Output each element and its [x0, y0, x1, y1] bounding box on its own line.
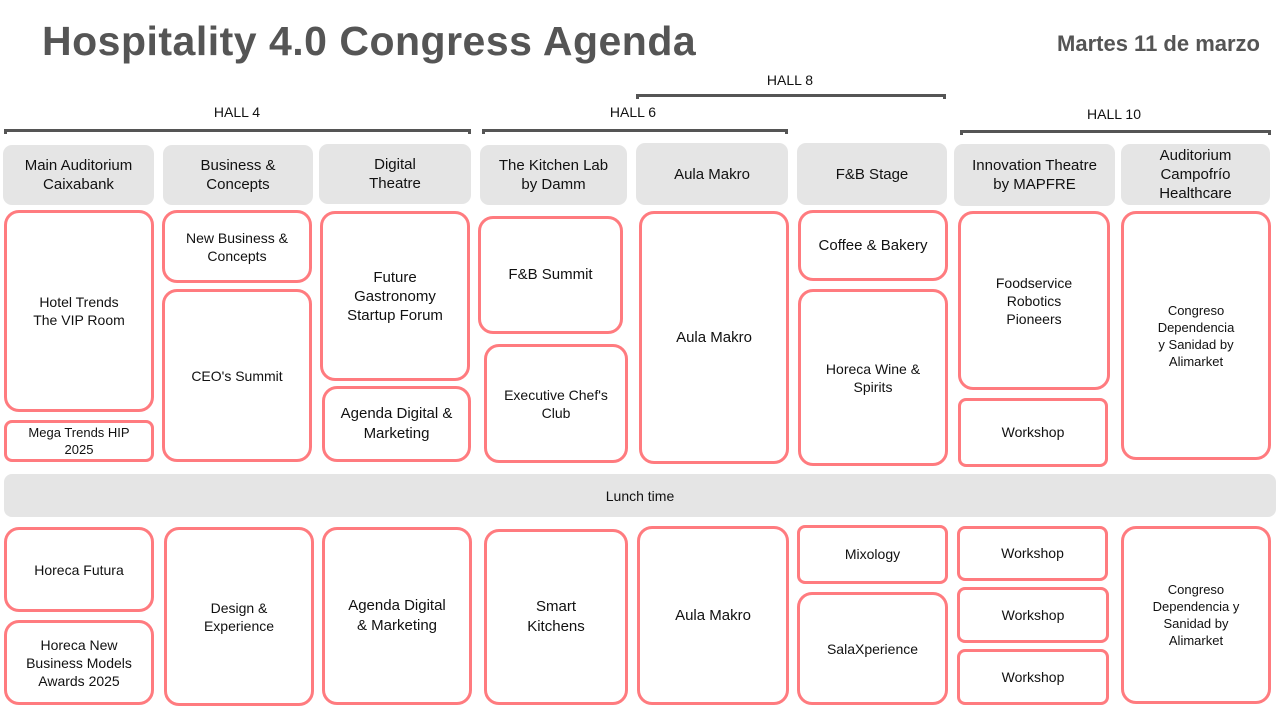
hall-10-label: HALL 10: [1087, 106, 1141, 122]
session-card[interactable]: Congreso Dependencia y Sanidad by Alimar…: [1121, 526, 1271, 704]
session-card[interactable]: Aula Makro: [639, 211, 789, 464]
hall-10-bracket: [960, 130, 1271, 135]
session-card[interactable]: Design & Experience: [164, 527, 314, 706]
room-fb-stage: F&B Stage: [797, 143, 947, 205]
session-card[interactable]: Smart Kitchens: [484, 529, 628, 705]
session-card[interactable]: Foodservice Robotics Pioneers: [958, 211, 1110, 390]
hall-6-bracket: [482, 129, 788, 134]
session-card[interactable]: Workshop: [957, 649, 1109, 705]
room-digital-theatre: Digital Theatre: [319, 144, 471, 204]
session-card[interactable]: Future Gastronomy Startup Forum: [320, 211, 470, 381]
room-innovation-theatre: Innovation Theatre by MAPFRE: [954, 144, 1115, 206]
session-card[interactable]: Workshop: [958, 398, 1108, 467]
session-card[interactable]: Agenda Digital & Marketing: [322, 386, 471, 462]
session-card[interactable]: Horeca Wine & Spirits: [798, 289, 948, 466]
session-card[interactable]: Coffee & Bakery: [798, 210, 948, 281]
session-card[interactable]: Mixology: [797, 525, 948, 584]
date-label: Martes 11 de marzo: [1057, 31, 1260, 56]
hall-6-label: HALL 6: [609, 104, 657, 120]
session-card[interactable]: CEO's Summit: [162, 289, 312, 462]
session-card[interactable]: Workshop: [957, 587, 1109, 643]
hall-4-bracket: [4, 129, 471, 134]
room-auditorium-campofrio: Auditorium Campofrío Healthcare: [1121, 144, 1270, 205]
session-card[interactable]: Horeca New Business Models Awards 2025: [4, 620, 154, 705]
session-card[interactable]: Workshop: [957, 526, 1108, 581]
room-main-auditorium: Main Auditorium Caixabank: [3, 145, 154, 205]
session-card[interactable]: Horeca Futura: [4, 527, 154, 612]
session-card[interactable]: Executive Chef's Club: [484, 344, 628, 463]
session-card[interactable]: Aula Makro: [637, 526, 789, 705]
session-card[interactable]: Congreso Dependencia y Sanidad by Alimar…: [1121, 211, 1271, 460]
room-kitchen-lab: The Kitchen Lab by Damm: [480, 145, 627, 205]
session-card[interactable]: Mega Trends HIP 2025: [4, 420, 154, 462]
page-title: Hospitality 4.0 Congress Agenda: [42, 18, 697, 64]
session-card[interactable]: Hotel Trends The VIP Room: [4, 210, 154, 412]
room-business-concepts: Business & Concepts: [163, 145, 313, 205]
session-card[interactable]: New Business & Concepts: [162, 210, 312, 283]
session-card[interactable]: Agenda Digital & Marketing: [322, 527, 472, 705]
room-aula-makro: Aula Makro: [636, 143, 788, 205]
lunch-break-bar: Lunch time: [4, 474, 1276, 517]
hall-8-label: HALL 8: [766, 72, 814, 88]
hall-8-bracket: [636, 94, 946, 99]
session-card[interactable]: F&B Summit: [478, 216, 623, 334]
hall-4-label: HALL 4: [213, 104, 261, 120]
session-card[interactable]: SalaXperience: [797, 592, 948, 705]
